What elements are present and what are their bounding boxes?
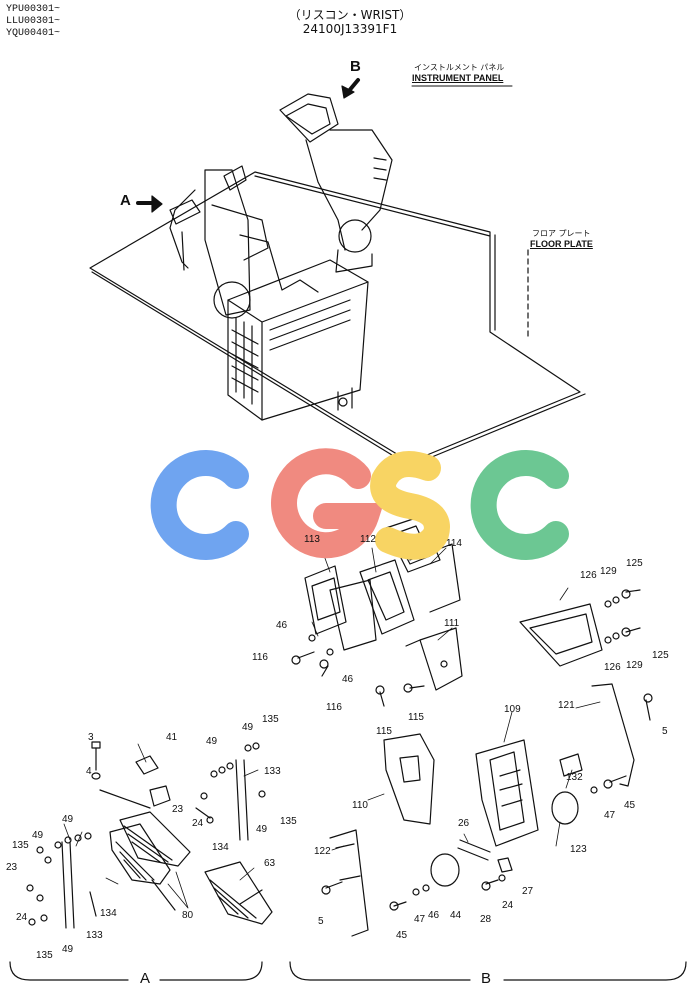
callout: 5: [318, 916, 324, 927]
instrument-panel-jp-label: インストルメント パネル: [414, 63, 505, 72]
callout: 45: [396, 930, 408, 941]
serial-numbers: YPU00301~ LLU00301~ YQU00401~: [6, 4, 60, 40]
callout: 116: [326, 702, 342, 713]
serial-line: YQU00401~: [6, 28, 61, 39]
callout: 126: [580, 570, 597, 581]
callout: 23: [172, 804, 184, 815]
section-a-label: A: [140, 970, 151, 987]
callout: 115: [408, 712, 424, 723]
callout: 49: [206, 736, 218, 747]
callout: 133: [86, 930, 103, 941]
pedal-assembly-a: [61, 741, 273, 929]
lever-a-assembly: [169, 165, 319, 319]
callout: 44: [450, 910, 462, 921]
callout: 132: [566, 772, 583, 783]
callout: 134: [100, 908, 117, 919]
callout: 113: [304, 534, 320, 545]
section-b-label: B: [481, 970, 492, 987]
floor-plate-jp-label: フロア プレート: [532, 229, 591, 238]
callout: 4: [86, 766, 92, 777]
serial-line: YPU00301~: [6, 4, 61, 15]
callout: 114: [446, 538, 462, 549]
callout: 27: [522, 886, 534, 897]
callout: 135: [262, 714, 279, 725]
callout: 49: [32, 830, 44, 841]
callout: 24: [502, 900, 514, 911]
callout: 47: [604, 810, 616, 821]
callout: 24: [16, 912, 28, 923]
part-code: 24100J13391F1: [302, 22, 398, 36]
leader-lines: [63, 547, 601, 909]
watermark-letter-c: [470, 450, 569, 560]
callout: 45: [624, 800, 636, 811]
callout: 133: [264, 766, 281, 777]
callout: 46: [276, 620, 288, 631]
callout: 23: [6, 862, 18, 873]
callout: 109: [504, 704, 521, 715]
callout: 3: [88, 732, 94, 743]
lever-b-assembly: [279, 93, 393, 273]
page-title: （リスコン・WRIST）: [288, 8, 412, 22]
watermark-letter-c: [150, 450, 249, 560]
lever-boots-b: [304, 515, 463, 691]
callout: 112: [360, 534, 376, 545]
callout: 110: [352, 800, 368, 811]
section-a-bracket: [9, 961, 263, 981]
watermark-letter-g: [271, 448, 384, 559]
callout: 122: [314, 846, 331, 857]
view-a-marker: A: [120, 192, 131, 209]
callout: 49: [256, 824, 268, 835]
callout: 46: [342, 674, 354, 685]
console-box: [227, 259, 369, 421]
callout: 135: [12, 840, 29, 851]
callout: 123: [570, 844, 587, 855]
callout: 125: [652, 650, 669, 661]
callout: 46: [428, 910, 440, 921]
callout: 135: [36, 950, 53, 961]
callout: 111: [444, 618, 460, 629]
callout: 47: [414, 914, 426, 925]
callout: 126: [604, 662, 621, 673]
callout: 28: [480, 914, 492, 925]
callout: 129: [600, 566, 617, 577]
callout: 129: [626, 660, 643, 671]
callout: 49: [242, 722, 254, 733]
view-b-marker: B: [350, 58, 361, 75]
bolts-b: [291, 589, 653, 911]
brackets-b: [329, 603, 635, 937]
floor-plate-label: FLOOR PLATE: [530, 239, 593, 249]
callout: 63: [264, 858, 276, 869]
callout: 24: [192, 818, 204, 829]
callout: 80: [182, 910, 194, 921]
callout: 41: [166, 732, 178, 743]
callout: 115: [376, 726, 392, 737]
callout: 5: [662, 726, 668, 737]
callout: 121: [558, 700, 575, 711]
callout: 125: [626, 558, 643, 569]
callout: 49: [62, 944, 74, 955]
callout: 26: [458, 818, 470, 829]
callout: 135: [280, 816, 297, 827]
watermark-letter-s: [370, 451, 450, 560]
callout: 134: [212, 842, 229, 853]
serial-line: LLU00301~: [6, 16, 61, 27]
callout: 116: [252, 652, 268, 663]
callout: 49: [62, 814, 74, 825]
instrument-panel-label: INSTRUMENT PANEL: [412, 73, 504, 83]
washers-a: [26, 742, 266, 926]
section-b-bracket: [289, 961, 687, 981]
